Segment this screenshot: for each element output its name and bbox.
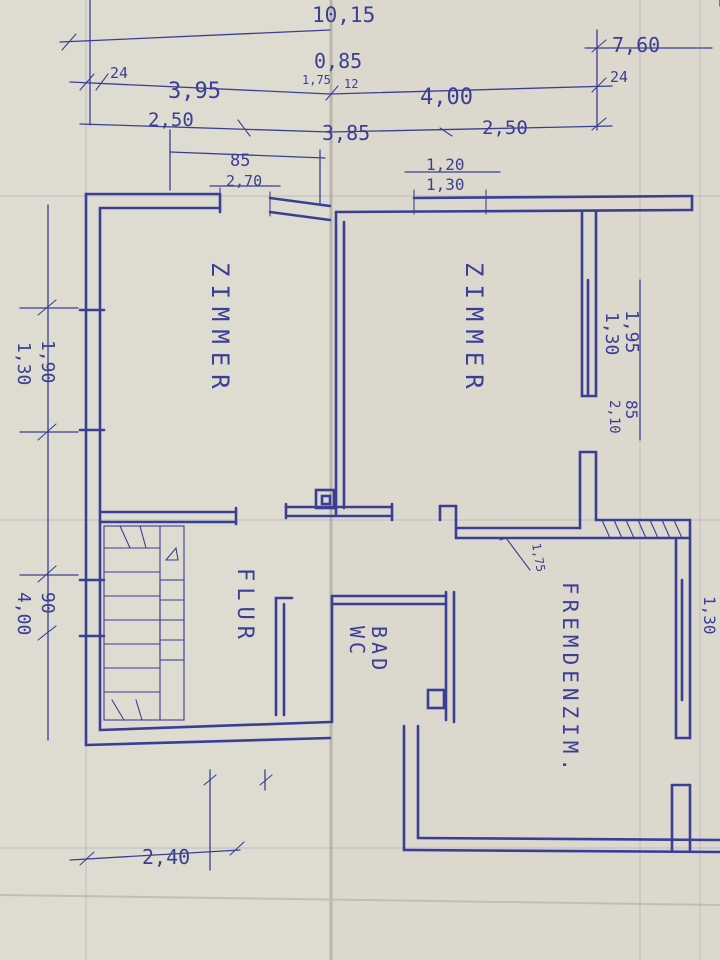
staircase [103,525,185,721]
dim-085-top: 0,85 [314,49,362,73]
dim-175-top: 1,75 [302,73,331,87]
paper-fold-horizontal [0,894,720,906]
dim-130-right: 1,30 [601,312,622,355]
hatched-wall [601,519,683,539]
dim-210: 2,10 [606,400,622,434]
paper-left-panel [0,0,330,960]
dim-395: 3,95 [168,79,221,104]
dimension-lines [19,0,720,871]
room-label-zimmer-left: ZIMMER [206,262,234,397]
dim-190: 1,90 [37,340,58,383]
dim-24-left: 24 [110,64,128,82]
dim-240: 2,40 [142,845,190,869]
windows-top [219,187,487,217]
room-label-flur: FLUR [232,568,257,645]
room-label-fremdenzim: FREMDENZIM. [558,582,582,776]
dim-175-mid: 1,75 [529,542,548,573]
dim-085-right: 85 [622,400,641,419]
dim-12: 12 [344,77,358,91]
dim-400: 4,00 [420,85,473,110]
window-left-wall [78,308,106,638]
room-label-zimmer-right: ZIMMER [460,262,488,397]
bathroom-walls [330,590,456,724]
dim-130-top: 1,30 [426,175,465,194]
dim-total-right: 7,60 [612,33,660,57]
dim-130-left: 1,30 [13,342,34,385]
dim-400-left: 4,00 [13,592,34,635]
dim-195: 1,95 [621,310,642,353]
interior-walls [98,210,720,854]
dim-270: 2,70 [226,172,262,190]
door-swing [499,537,531,571]
dimension-ticks [37,33,607,866]
dim-385: 3,85 [322,121,370,145]
room-label-bad: BAD [367,626,391,674]
dim-085-mid: 85 [230,151,250,171]
dim-total-top: 10,15 [312,3,375,27]
dim-250-right: 2,50 [482,117,528,139]
exterior-walls [84,192,694,747]
hall-wall [274,596,294,717]
dim-24-right: 24 [610,68,628,86]
dim-120: 1,20 [426,155,465,174]
dim-250-left: 2,50 [148,109,194,131]
dim-090: 90 [37,592,58,614]
room-label-wc: WC [345,626,369,658]
dim-130-edge: 1,30 [700,596,719,635]
